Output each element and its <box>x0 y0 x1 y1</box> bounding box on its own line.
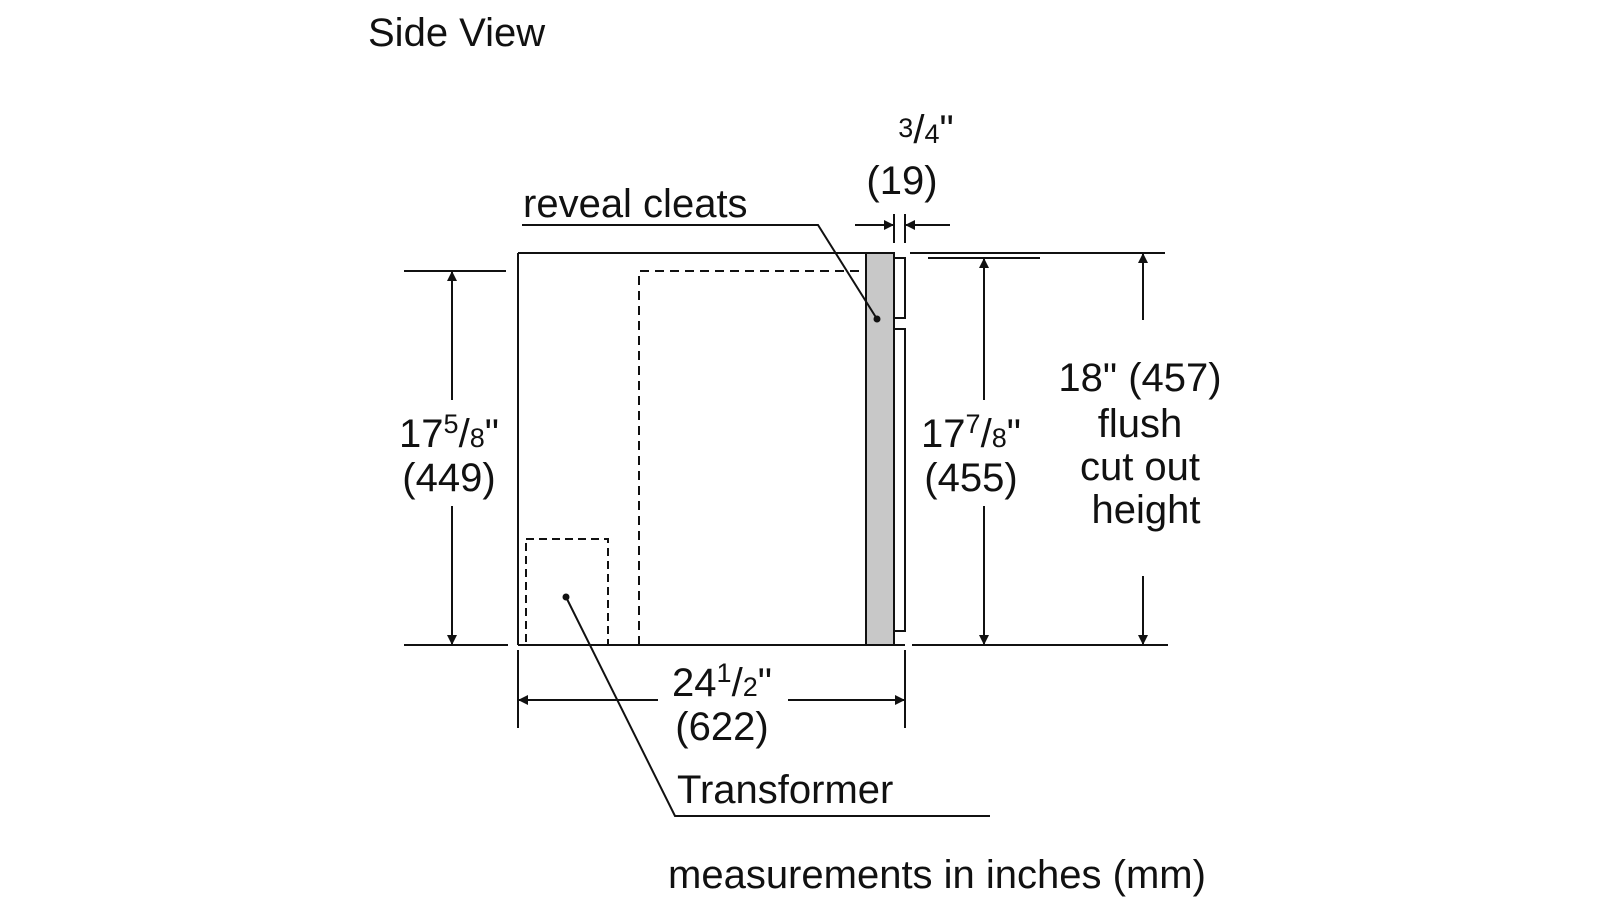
transformer-dot <box>562 593 570 601</box>
depth-dimension <box>517 650 906 728</box>
reveal-cleats-leader <box>522 224 878 320</box>
transformer-leader <box>565 596 990 817</box>
left-height-dimension <box>404 270 508 646</box>
cabinet-outline <box>517 252 905 646</box>
flush-height-dimension <box>910 252 1168 646</box>
top-gap-dimension <box>855 214 950 243</box>
depth-inches: 241/2" <box>672 658 772 705</box>
reveal-cleat-top <box>893 257 906 319</box>
footer-note: measurements in inches (mm) <box>668 853 1206 897</box>
flush-height-line2: flush <box>1098 402 1183 446</box>
transformer-label: Transformer <box>677 768 893 812</box>
left-height-mm: (449) <box>402 456 495 500</box>
reveal-cleat-bottom <box>893 328 906 632</box>
top-gap-inches: 3/4" <box>898 108 953 152</box>
appliance-dashed-outline <box>638 270 866 645</box>
flush-height-line1: 18" (457) <box>1058 356 1221 400</box>
transformer-box <box>525 538 609 646</box>
door-panel <box>865 252 895 646</box>
flush-height-line4: height <box>1092 488 1201 532</box>
reveal-cleats-dot <box>873 315 881 323</box>
right-height-inches: 177/8" <box>921 409 1021 456</box>
left-height-inches: 175/8" <box>399 409 499 456</box>
top-gap-mm: (19) <box>866 159 937 203</box>
flush-height-line3: cut out <box>1080 445 1200 489</box>
depth-mm: (622) <box>675 705 768 749</box>
title: Side View <box>368 11 545 55</box>
right-height-mm: (455) <box>924 456 1017 500</box>
reveal-cleats-label: reveal cleats <box>523 182 748 226</box>
